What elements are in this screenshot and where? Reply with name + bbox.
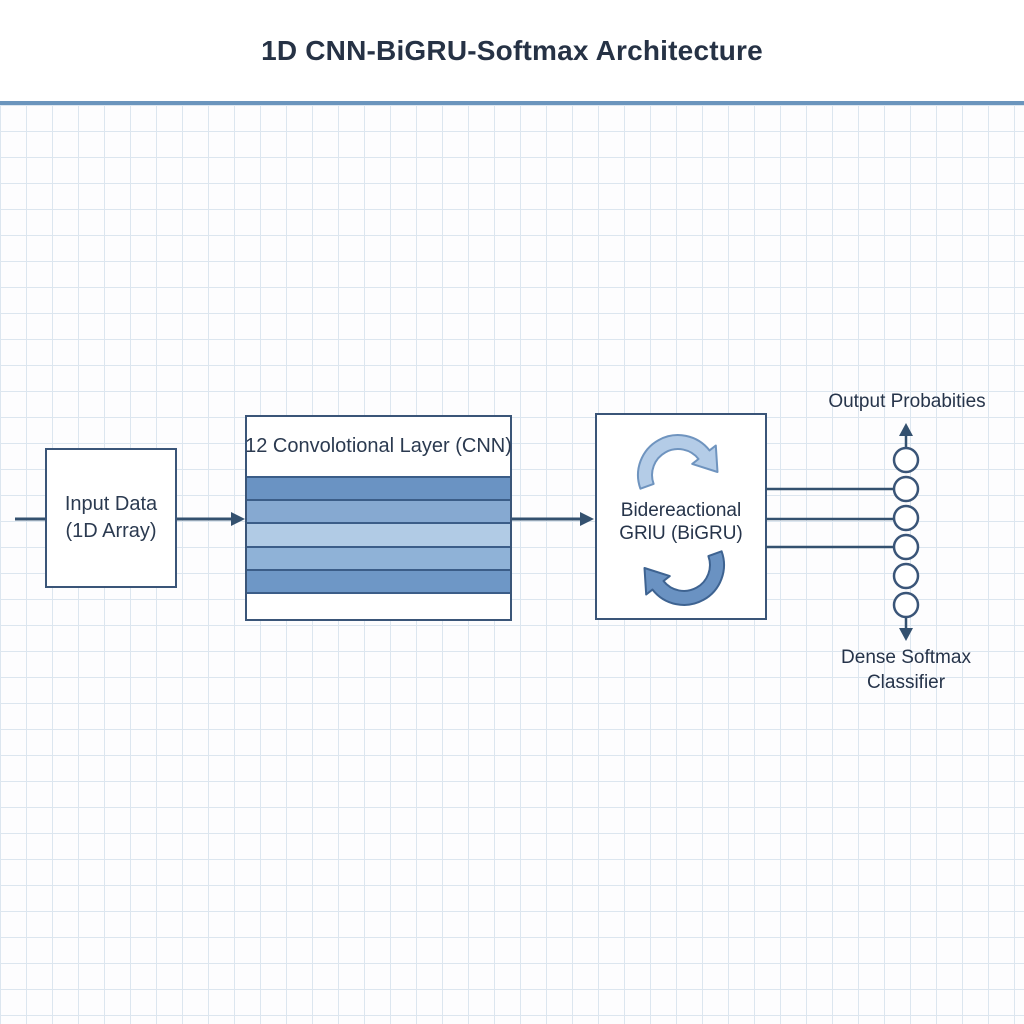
bigru-label: Bidereactional GRlU (BiGRU) <box>597 499 765 545</box>
cnn-stripe <box>247 522 510 546</box>
dense-softmax-line1: Dense Softmax <box>841 647 971 668</box>
grid-background <box>0 105 1024 1024</box>
bigru-label-line1: Bidereactional <box>620 500 742 521</box>
cycle-arrows-icon <box>637 434 725 606</box>
diagram-title: 1D CNN-BiGRU-Softmax Architecture <box>261 34 763 66</box>
input-label-line2: (1D Array) <box>65 520 157 542</box>
node-bigru: Bidereactional GRlU (BiGRU) <box>595 413 767 620</box>
header: 1D CNN-BiGRU-Softmax Architecture <box>0 0 1024 101</box>
output-probabilities-label: Output Probabities <box>828 391 986 412</box>
bigru-label-line2: GRlU (BiGRU) <box>619 523 743 544</box>
dense-softmax-classifier-label: Dense Softmax Classifier <box>793 645 1019 695</box>
cnn-stripe <box>247 499 510 523</box>
cycle-arrow-top-icon <box>637 434 719 490</box>
header-divider <box>0 101 1024 105</box>
cnn-stripe <box>247 545 510 569</box>
cnn-label: 12 Convolotional Layer (CNN) <box>245 435 512 457</box>
cycle-arrow-bottom-icon <box>643 550 725 606</box>
cnn-feature-map-stripes <box>247 476 510 594</box>
input-label-line1: Input Data <box>64 493 158 515</box>
cnn-stripe <box>247 478 510 500</box>
node-cnn-layer: 12 Convolotional Layer (CNN) <box>245 415 512 621</box>
node-input-data: Input Data (1D Array) <box>45 448 177 588</box>
dense-softmax-line2: Classifier <box>866 672 946 693</box>
cnn-stripe <box>247 568 510 593</box>
